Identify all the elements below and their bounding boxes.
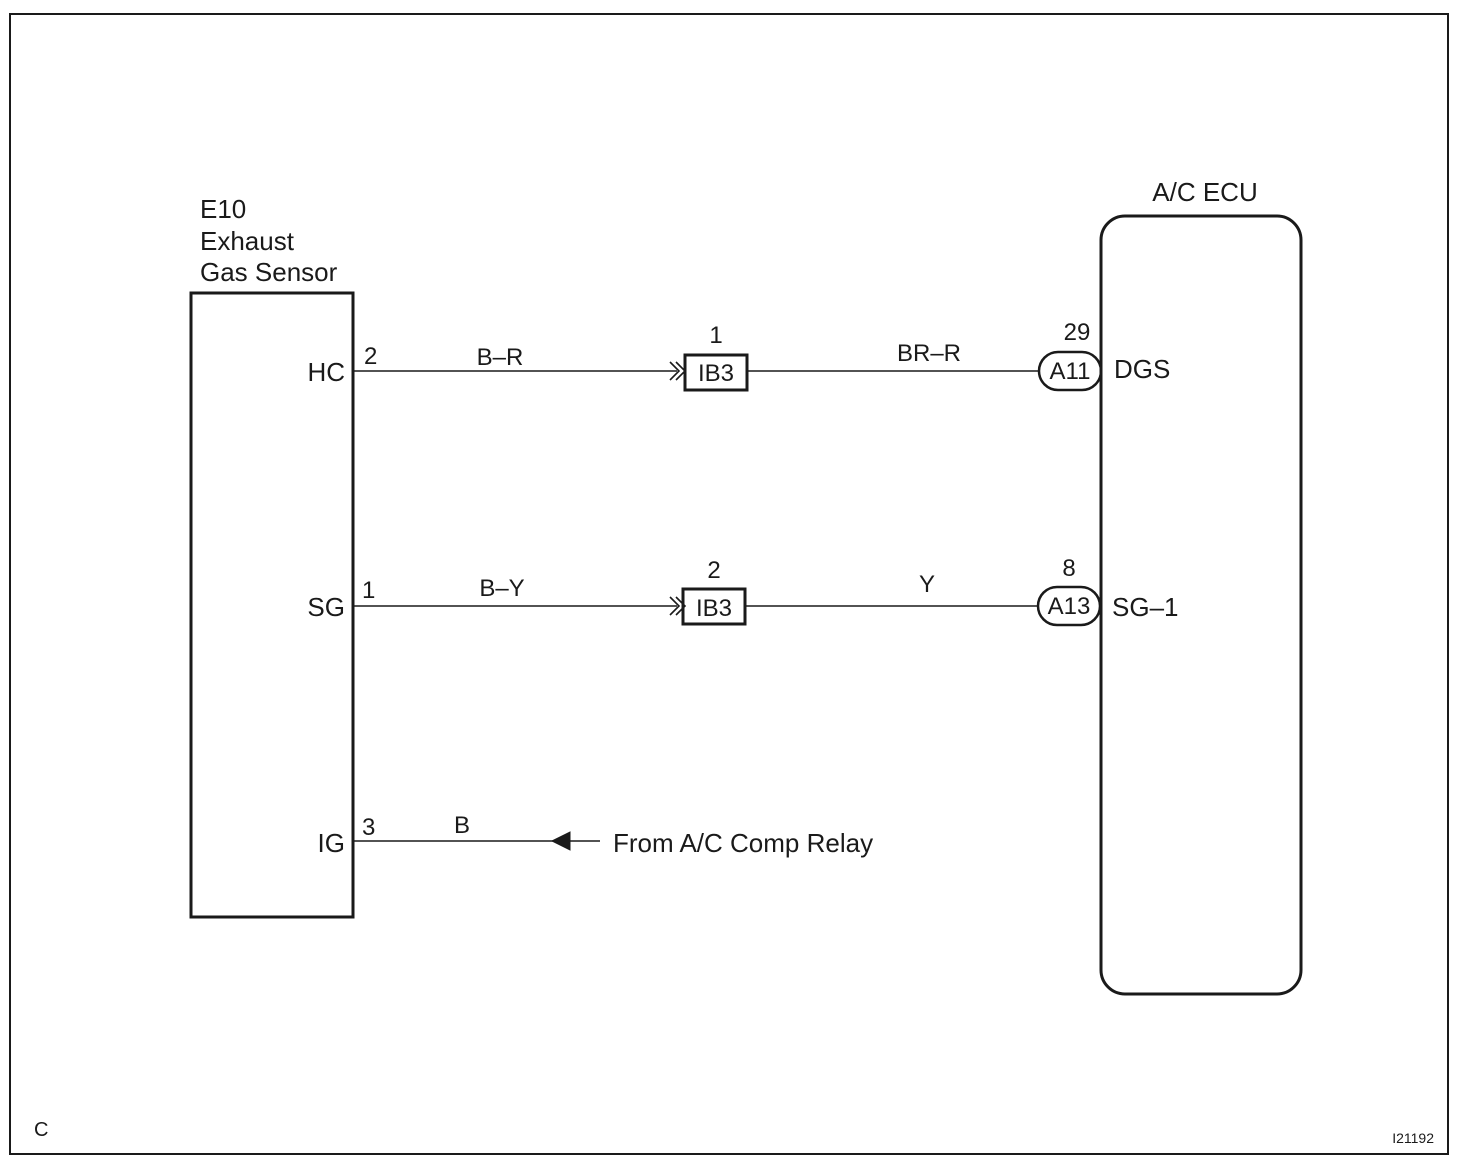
junction-ib3-1-box: [683, 353, 749, 392]
junction-ib3-2-label: IB3: [696, 595, 732, 622]
wire-ig-color: B: [454, 812, 470, 839]
sensor-name-line1: Exhaust: [200, 226, 295, 256]
arrow-left-icon: [550, 831, 571, 851]
ecu-pin-dgs-number: 29: [1064, 319, 1091, 346]
sensor-pin-sg-label: SG: [307, 592, 345, 622]
ecu-title: A/C ECU: [1152, 177, 1257, 207]
connector-a11-label: A11: [1050, 358, 1091, 385]
junction-ib3-1-label: IB3: [698, 360, 734, 387]
diagram-frame: [9, 13, 1449, 1155]
corner-letter: C: [34, 1119, 48, 1141]
sensor-name-line2: Gas Sensor: [200, 257, 338, 287]
ecu-pin-sg1-label: SG–1: [1112, 592, 1179, 622]
sensor-pin-hc-number: 2: [364, 343, 377, 370]
junction-ib3-1-number: 1: [709, 322, 722, 349]
connector-arrow-icon: [669, 596, 687, 616]
sensor-pin-ig-label: IG: [318, 828, 345, 858]
ecu-pin-sg1-number: 8: [1062, 555, 1075, 582]
wire-sg-left-color: B–Y: [479, 575, 524, 602]
sensor-box: [189, 291, 355, 919]
sensor-code: E10: [200, 194, 246, 224]
sensor-pin-sg-number: 1: [362, 577, 375, 604]
sensor-pin-ig-number: 3: [362, 814, 375, 841]
source-label: From A/C Comp Relay: [613, 828, 873, 858]
ecu-pin-dgs-label: DGS: [1114, 354, 1170, 384]
figure-id: I21192: [1392, 1130, 1434, 1146]
ecu-box: [1099, 214, 1303, 996]
connector-a13-label: A13: [1048, 593, 1091, 620]
sensor-pin-hc-label: HC: [307, 357, 345, 387]
wire-sg-right-color: Y: [919, 571, 935, 598]
wire-hc-left-color: B–R: [477, 344, 524, 371]
junction-ib3-2-number: 2: [707, 557, 720, 584]
wire-hc-right-color: BR–R: [897, 340, 961, 367]
